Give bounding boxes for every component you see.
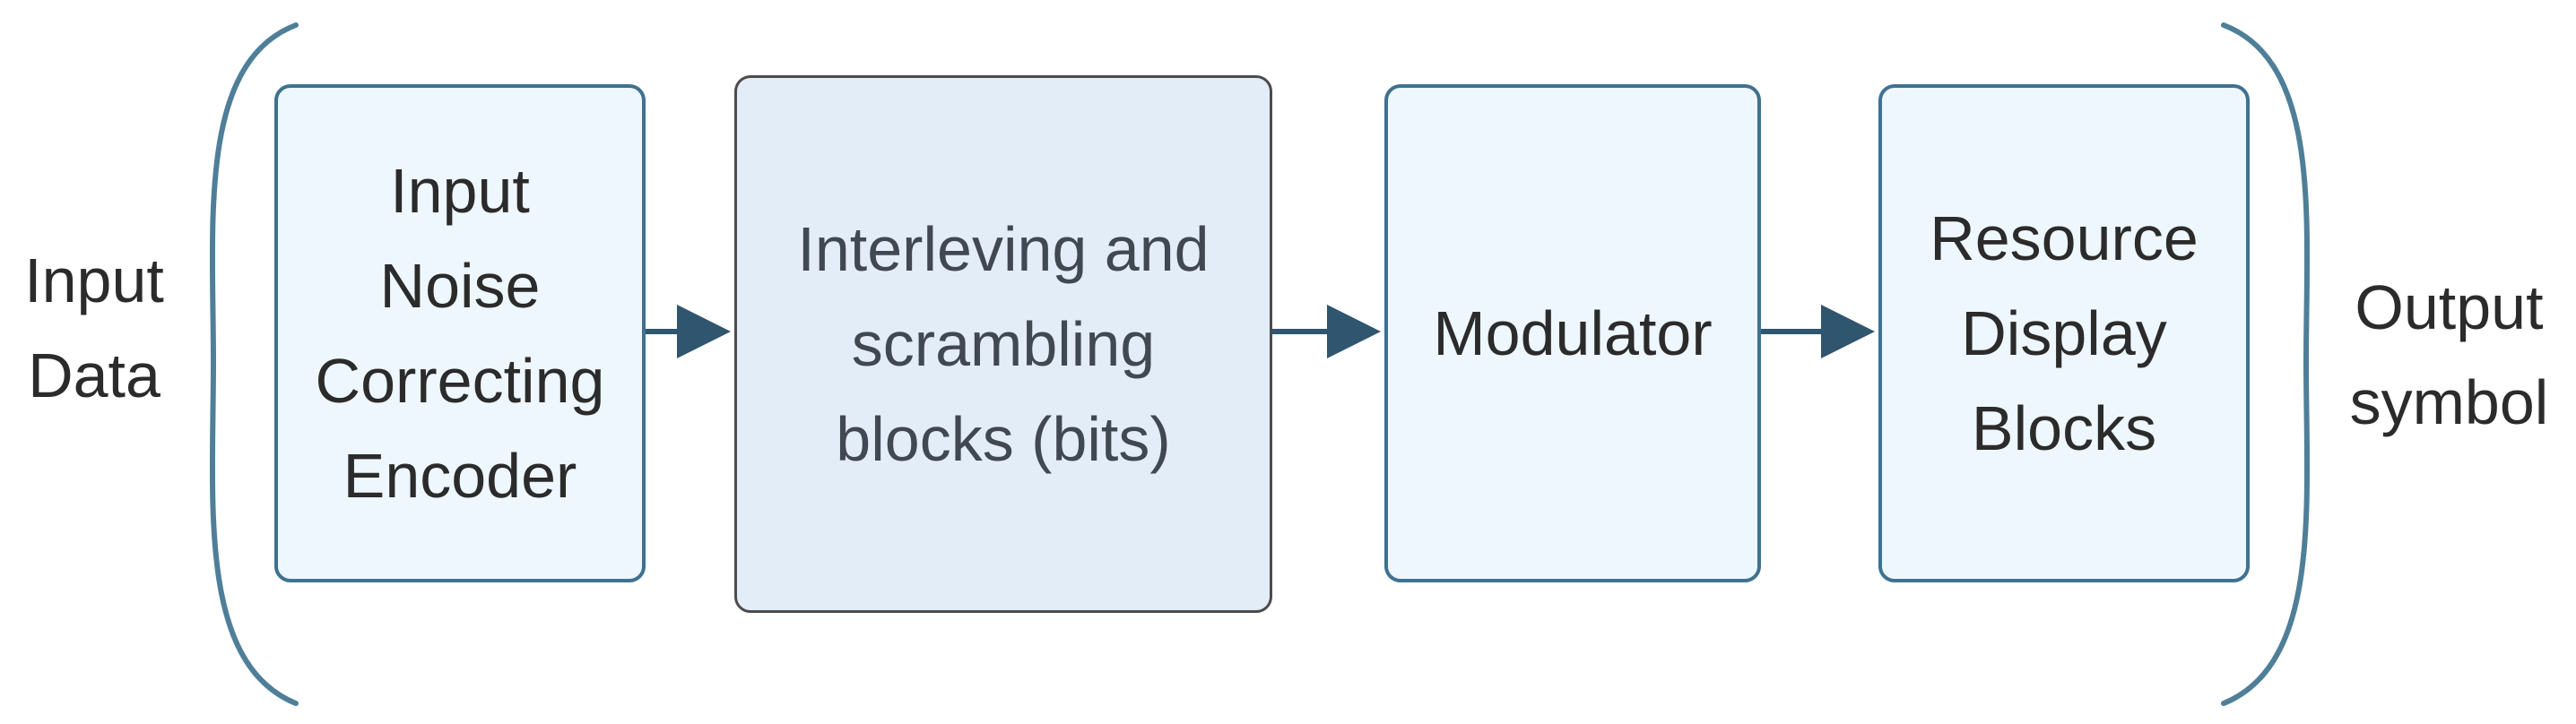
modulator-block: Modulator <box>1384 84 1761 582</box>
block-label: Modulator <box>1433 298 1713 368</box>
left-bracket <box>209 22 299 706</box>
right-bracket <box>2221 22 2311 706</box>
